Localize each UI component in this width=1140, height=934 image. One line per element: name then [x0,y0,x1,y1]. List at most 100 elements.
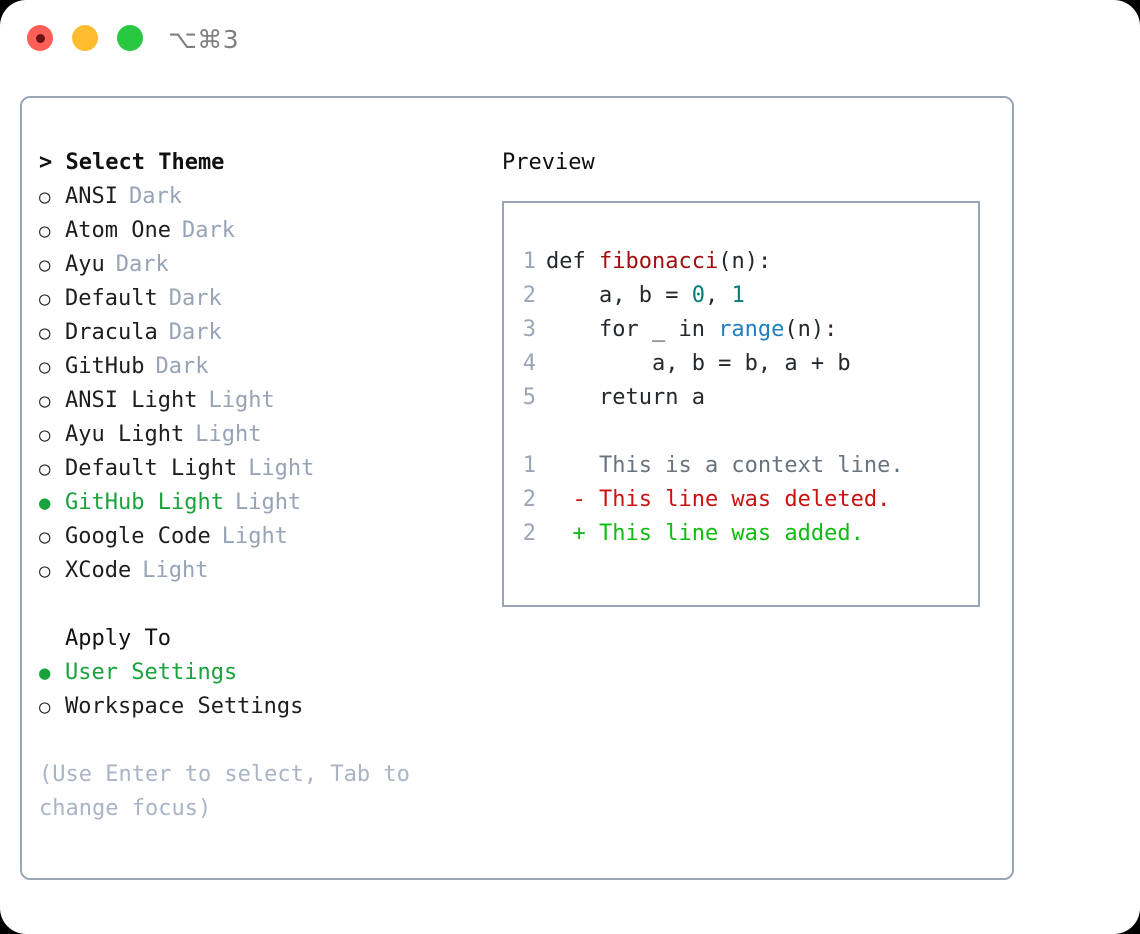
option-tag: Dark [168,320,222,345]
apply-option-0[interactable]: ● User Settings [39,656,499,690]
option-label: Ayu [65,252,105,277]
theme-option-0[interactable]: ○ ANSI Dark [39,180,499,214]
code-line: 5 return a [520,381,978,415]
diff-text-ctx: This is a context line. [546,453,904,478]
maximize-button[interactable] [117,25,143,51]
radio-unselected-icon: ○ [39,458,51,480]
token-plain: , [704,283,732,308]
diff-line: 2 + This line was added. [520,517,978,551]
theme-option-2[interactable]: ○ Ayu Dark [39,248,499,282]
page-title: > Select Theme [39,150,225,175]
code-text: def fibonacci(n): [546,245,771,279]
section-spacer [39,588,499,622]
radio-unselected-icon: ○ [39,696,51,718]
option-label: Default [65,286,158,311]
theme-option-1[interactable]: ○ Atom One Dark [39,214,499,248]
theme-option-3[interactable]: ○ Default Dark [39,282,499,316]
line-number: 4 [522,351,536,376]
theme-option-6[interactable]: ○ ANSI Light Light [39,384,499,418]
code-text: for _ in range(n): [546,313,837,347]
option-tag: Dark [128,184,182,209]
theme-option-5[interactable]: ○ GitHub Dark [39,350,499,384]
radio-unselected-icon: ○ [39,356,51,378]
apply-option-1[interactable]: ○ Workspace Settings [39,690,499,724]
option-tag: Dark [181,218,235,243]
radio-unselected-icon: ○ [39,288,51,310]
line-number: 2 [522,283,536,308]
diff-line: 2 - This line was deleted. [520,483,978,517]
code-line: 2 a, b = 0, 1 [520,279,978,313]
code-line: 1 def fibonacci(n): [520,245,978,279]
apply-to-list[interactable]: ● User Settings ○ Workspace Settings [39,656,499,724]
option-tag: Light [142,558,209,583]
preview-title: Preview [502,150,595,175]
option-tag: Dark [168,286,222,311]
token-fn: fibonacci [598,249,719,274]
line-number: 3 [522,317,536,342]
option-tag: Light [195,422,262,447]
option-tag: Light [221,524,288,549]
option-label: Default Light [65,456,238,481]
option-tag: Light [248,456,315,481]
radio-unselected-icon: ○ [39,424,51,446]
radio-unselected-icon: ○ [39,186,51,208]
theme-option-8[interactable]: ○ Default Light Light [39,452,499,486]
code-line: 4 a, b = b, a + b [520,347,978,381]
window-controls [27,25,143,51]
token-plain: a, b = [546,283,692,308]
option-tag: Light [234,490,302,515]
option-tag: Dark [155,354,209,379]
option-label: GitHub [65,354,145,379]
option-label: Workspace Settings [65,694,304,719]
option-label: Dracula [65,320,158,345]
keyboard-hint: (Use Enter to select, Tab to change focu… [39,762,410,821]
code-line: 3 for _ in range(n): [520,313,978,347]
option-label: ANSI Light [65,388,198,413]
line-number: 2 [522,487,536,512]
diff-sample: 1 This is a context line.2 - This line w… [520,449,978,551]
keyboard-shortcut-label: ⌥⌘3 [168,25,240,54]
theme-option-11[interactable]: ○ XCode Light [39,554,499,588]
minimize-button[interactable] [72,25,98,51]
token-plain: a, b = b, a + b [546,351,851,376]
close-button[interactable] [27,25,53,51]
option-label: ANSI [65,184,118,209]
token-call: range [718,317,785,342]
code-text: a, b = 0, 1 [546,279,745,313]
token-plain: def [546,249,599,274]
title-bar: ⌥⌘3 [0,0,1140,78]
token-plain: for _ in [546,317,719,342]
token-num: 1 [731,283,745,308]
diff-line: 1 This is a context line. [520,449,978,483]
option-label: XCode [65,558,132,583]
line-number: 1 [522,453,536,478]
radio-unselected-icon: ○ [39,390,51,412]
radio-unselected-icon: ○ [39,254,51,276]
token-plain: (n): [718,249,772,274]
token-plain: return a [546,385,705,410]
line-number: 5 [522,385,536,410]
option-tag: Light [208,388,275,413]
option-label: Atom One [65,218,171,243]
option-label: Google Code [65,524,211,549]
radio-unselected-icon: ○ [39,560,51,582]
option-tag: Dark [115,252,169,277]
radio-unselected-icon: ○ [39,220,51,242]
diff-text-del: - This line was deleted. [546,487,891,512]
line-number: 2 [522,521,536,546]
radio-selected-icon: ● [39,662,51,684]
theme-option-4[interactable]: ○ Dracula Dark [39,316,499,350]
option-label: User Settings [65,660,238,685]
line-number: 1 [522,249,536,274]
radio-unselected-icon: ○ [39,322,51,344]
